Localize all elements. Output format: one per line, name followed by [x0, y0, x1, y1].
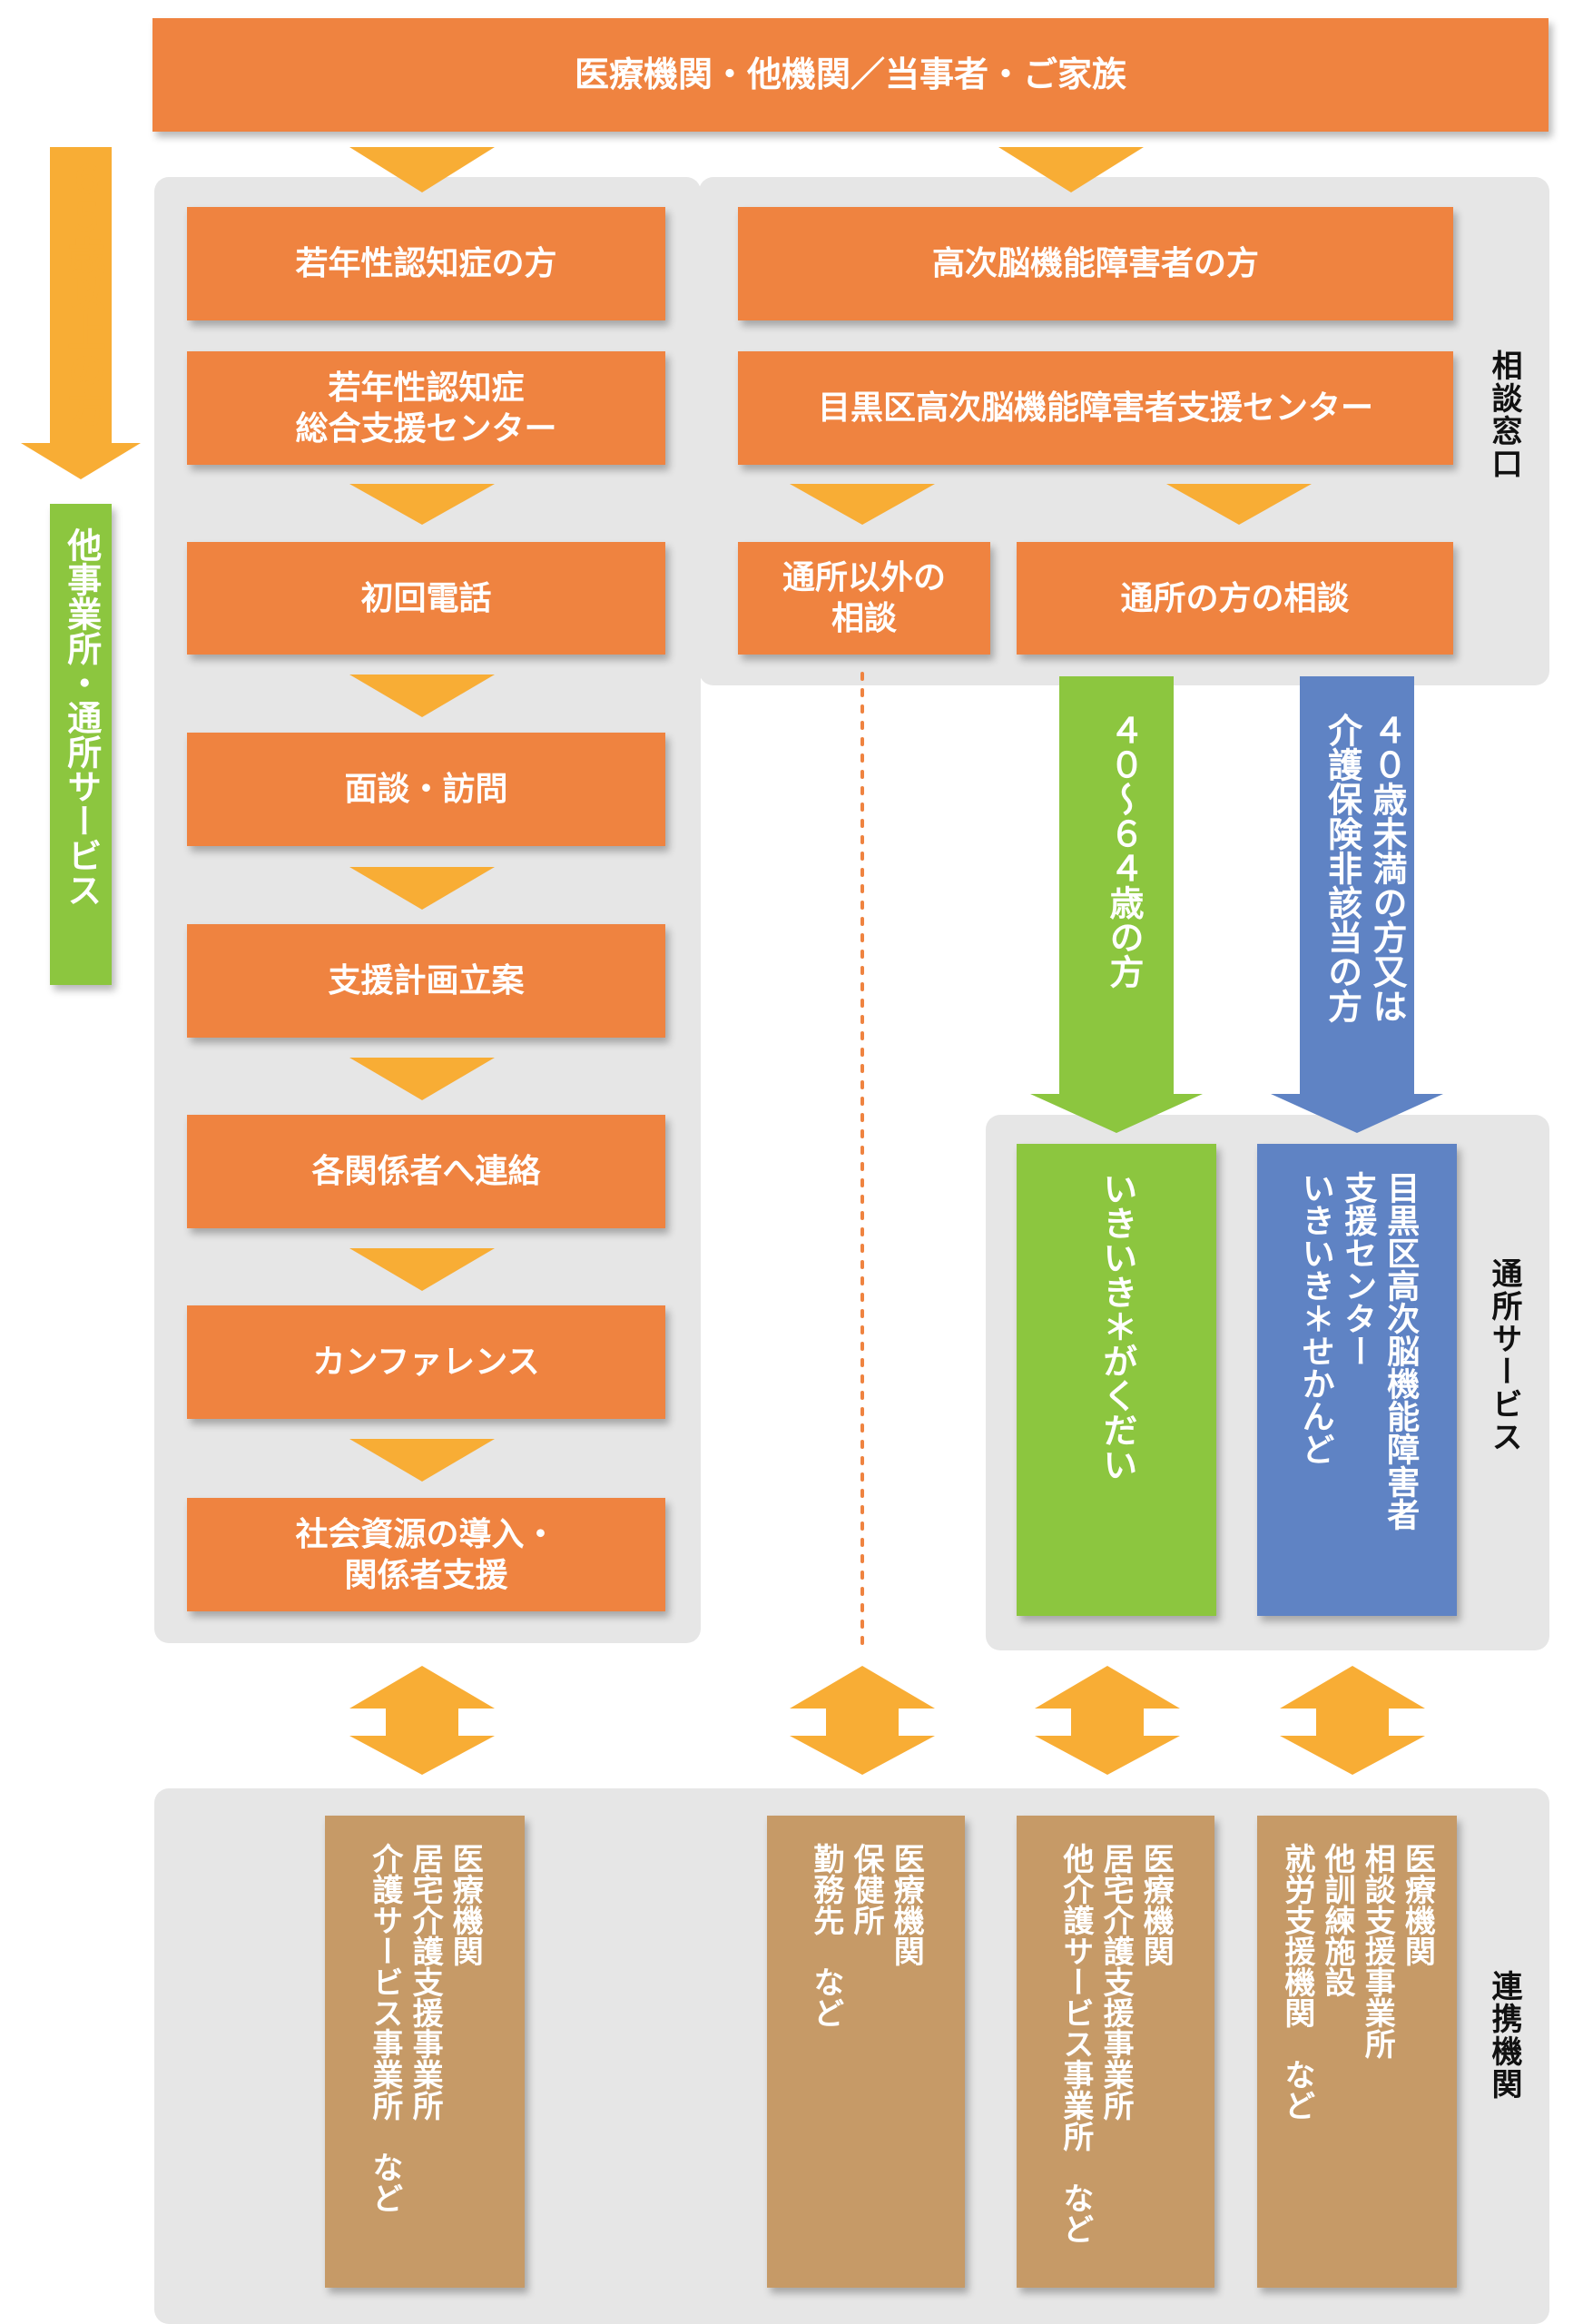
step-plan: 支援計画立案: [187, 924, 665, 1038]
down-arrow-icon: [1166, 484, 1312, 525]
label-partners: 連携機関: [1486, 1970, 1522, 2101]
partner-box-4: 医療機関 相談支援事業所 他訓練施設 就労支援機関 など: [1257, 1816, 1457, 2288]
partner-box-3: 医療機関 居宅介護支援事業所 他介護サービス事業所 など: [1017, 1816, 1214, 2288]
step-initial-call: 初回電話: [187, 542, 665, 655]
down-arrow-icon: [349, 1058, 495, 1100]
label-daycare: 通所サービス: [1486, 1257, 1522, 1453]
partner-text-2: 医療機関 保健所 勤務先 など: [807, 1843, 925, 2028]
top-banner: 医療機関・他機関／当事者・ご家族: [152, 18, 1549, 132]
other-services-text: 他事業所・通所サービス: [61, 527, 102, 907]
left-center: 若年性認知症 総合支援センター: [187, 351, 665, 465]
partner-text-3: 医療機関 居宅介護支援事業所 他介護サービス事業所 など: [1057, 1843, 1175, 2244]
other-services-label: 他事業所・通所サービス: [50, 504, 112, 985]
age-40-64-label: ４０〜６４歳の方: [1104, 713, 1144, 989]
label-consultation: 相談窓口: [1486, 350, 1522, 480]
step-resources: 社会資源の導入・ 関係者支援: [187, 1498, 665, 1611]
ikiiki-gakudai-text: いきいき＊がくだい: [1096, 1171, 1137, 1482]
down-arrow-icon: [1030, 676, 1203, 1133]
down-arrow-icon: [349, 484, 495, 525]
partner-text-1: 医療機関 居宅介護支援事業所 介護サービス事業所 など: [366, 1843, 484, 2213]
down-arrow-icon: [349, 1248, 495, 1291]
right-center: 目黒区高次脳機能障害者支援センター: [738, 351, 1453, 465]
partner-box-1: 医療機関 居宅介護支援事業所 介護サービス事業所 など: [325, 1816, 525, 2288]
down-arrow-icon: [349, 1439, 495, 1482]
down-arrow-icon: [349, 675, 495, 717]
double-arrow-icon: [790, 1666, 935, 1775]
double-arrow-icon: [1280, 1666, 1425, 1775]
under-40-label: ４０歳未満の方又は 介護保険非該当の方: [1322, 713, 1407, 1023]
partner-text-4: 医療機関 相談支援事業所 他訓練施設 就労支援機関 など: [1278, 1843, 1436, 2121]
meguro-center-text: 目黒区高次脳機能障害者 支援センター いきいき＊せかんど: [1296, 1171, 1420, 1531]
down-arrow-icon: [349, 867, 495, 910]
down-arrow-icon: [1271, 676, 1443, 1133]
step-interview: 面談・訪問: [187, 733, 665, 846]
left-header: 若年性認知症の方: [187, 207, 665, 320]
age-65-label: ６５歳以上の方: [62, 160, 106, 427]
ikiiki-gakudai-box: いきいき＊がくだい: [1017, 1144, 1216, 1616]
double-arrow-icon: [1035, 1666, 1180, 1775]
non-daycare-consult: 通所以外の 相談: [738, 542, 990, 655]
down-arrow-icon: [998, 147, 1144, 192]
double-arrow-icon: [349, 1666, 495, 1775]
daycare-consult: 通所の方の相談: [1017, 542, 1453, 655]
down-arrow-icon: [790, 484, 935, 525]
partner-box-2: 医療機関 保健所 勤務先 など: [767, 1816, 965, 2288]
step-conference: カンファレンス: [187, 1305, 665, 1419]
meguro-center-box: 目黒区高次脳機能障害者 支援センター いきいき＊せかんど: [1257, 1144, 1457, 1616]
step-contact: 各関係者へ連絡: [187, 1115, 665, 1228]
right-header: 高次脳機能障害者の方: [738, 207, 1453, 320]
down-arrow-icon: [21, 147, 141, 479]
down-arrow-icon: [349, 147, 495, 192]
